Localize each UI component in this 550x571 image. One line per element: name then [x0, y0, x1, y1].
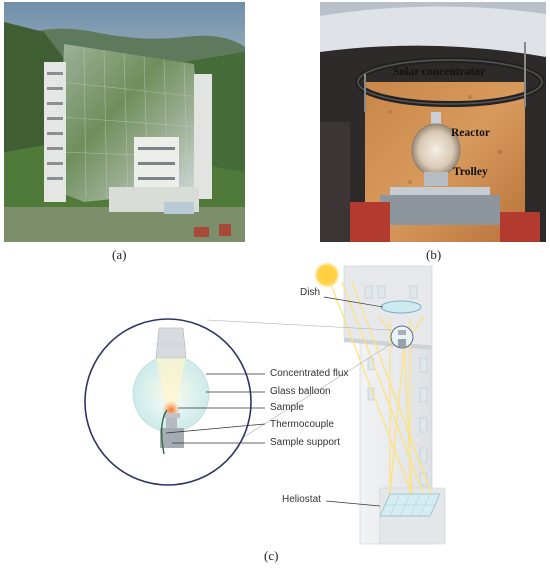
label-solar-concentrator: Solar concentrator	[393, 66, 486, 78]
photo-b-reactor-setup: Solar concentrator Reactor Trolley	[320, 2, 546, 242]
label-heliostat: Heliostat	[282, 494, 321, 505]
heliostat-mirror	[379, 493, 441, 517]
photo-a-solar-furnace	[4, 2, 245, 242]
label-reactor: Reactor	[451, 127, 490, 139]
label-sample: Sample	[270, 402, 304, 413]
label-trolley: Trolley	[453, 166, 488, 178]
label-dish: Dish	[300, 287, 321, 298]
inset-leader-lines	[165, 373, 266, 444]
schematic-c-solar-furnace-diagram	[84, 262, 446, 545]
label-thermocouple: Thermocouple	[270, 419, 334, 430]
light-rays	[329, 281, 433, 496]
reactor-detail-circle	[390, 325, 414, 349]
caption-a: (a)	[112, 247, 127, 262]
caption-b: (b)	[426, 247, 442, 262]
reactor-setup-illustration	[320, 2, 546, 242]
caption-c: (c)	[264, 548, 279, 563]
dish-mirror	[380, 300, 422, 314]
label-sample-support: Sample support	[270, 437, 341, 448]
reactor-inset	[84, 318, 252, 486]
label-glass-balloon: Glass balloon	[270, 386, 331, 397]
label-concentrated-flux: Concentrated flux	[270, 368, 349, 379]
solar-furnace-illustration	[4, 2, 245, 242]
